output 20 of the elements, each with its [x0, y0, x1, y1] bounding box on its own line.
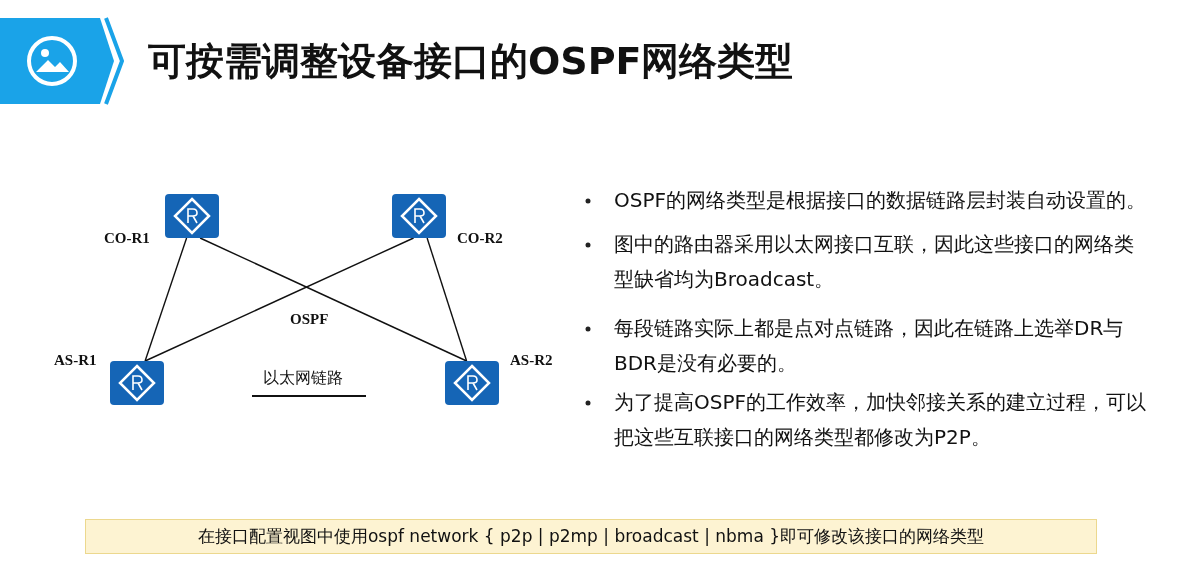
link-line	[426, 237, 468, 362]
bullet-text: OSPF的网络类型是根据接口的数据链路层封装自动设置的。	[614, 187, 1147, 214]
link-line	[144, 237, 415, 362]
router-icon	[165, 194, 219, 238]
link-line	[144, 237, 188, 362]
bullet-text: 为了提高OSPF的工作效率，加快邻接关系的建立过程，可以把这些互联接口的网络类型都修改为P2P。	[614, 389, 1147, 451]
title: 可按需调整设备接口的OSPF网络类型	[148, 38, 794, 85]
note-box: 在接口配置视图中使用ospf network { p2p | p2mp | broadcast | nbma }即可修改该接口的网络类型	[85, 519, 1097, 554]
router-icon	[392, 194, 446, 238]
network-label: OSPF	[290, 311, 329, 328]
router-label: AS-R2	[510, 352, 553, 369]
link-line	[199, 237, 468, 362]
router-label: AS-R1	[54, 352, 97, 369]
legend-text: 以太网链路	[263, 368, 343, 389]
bullet-text: 每段链路实际上都是点对点链路，因此在链路上选举DR与BDR是没有必要的。	[614, 315, 1125, 377]
router-label: CO-R2	[457, 230, 503, 247]
router-icon	[110, 361, 164, 405]
router-label: CO-R1	[104, 230, 150, 247]
bullet-text: 图中的路由器采用以太网接口互联，因此这些接口的网络类型缺省均为Broadcast。	[614, 231, 1135, 293]
router-icon	[445, 361, 499, 405]
